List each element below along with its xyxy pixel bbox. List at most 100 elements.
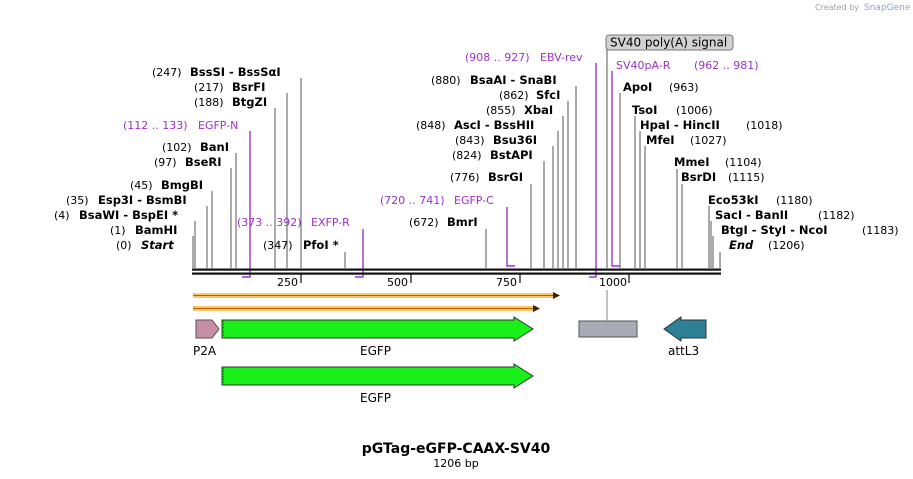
site-label: MmeI bbox=[674, 155, 710, 169]
attl3-label: attL3 bbox=[668, 344, 699, 358]
tick-label: 750 bbox=[496, 276, 517, 289]
primer-markers bbox=[242, 63, 620, 278]
site-label: BtgZI bbox=[232, 95, 267, 109]
primer-range: (112 .. 133) bbox=[123, 119, 188, 132]
primer-exfp-r-marker bbox=[355, 229, 364, 278]
site-label: BssSI - BssSαI bbox=[190, 65, 281, 79]
site-pos: (0) bbox=[116, 239, 132, 252]
site-pos: (843) bbox=[455, 134, 485, 147]
site-labels-left: (247) BssSI - BssSαI (217) BsrFI (188) B… bbox=[54, 65, 339, 252]
site-label: PfoI * bbox=[303, 238, 339, 252]
site-label: SacI - BanII bbox=[715, 208, 788, 222]
site-label: BseRI bbox=[185, 155, 222, 169]
feature-p2a: P2A bbox=[193, 319, 220, 358]
map-title: pGTag-eGFP-CAAX-SV40 bbox=[362, 441, 551, 457]
ruler-bottom-strand bbox=[192, 272, 721, 275]
orf-bars bbox=[193, 292, 560, 312]
primer-labels: (112 .. 133) EGFP-N (373 .. 392) EXFP-R … bbox=[123, 51, 759, 229]
site-pos: (217) bbox=[194, 81, 224, 94]
site-pos: (97) bbox=[154, 156, 177, 169]
map-subtitle: 1206 bp bbox=[433, 457, 478, 470]
primer-label: SV40pA-R bbox=[616, 59, 671, 72]
site-pos: (1006) bbox=[676, 104, 713, 117]
site-pos: (102) bbox=[162, 141, 192, 154]
site-pos: (848) bbox=[416, 119, 446, 132]
orf-bar-1-arrowhead bbox=[553, 292, 560, 299]
site-label: Esp3I - BsmBI bbox=[98, 193, 187, 207]
site-pos: (45) bbox=[130, 179, 153, 192]
sv40-signal-label: SV40 poly(A) signal bbox=[610, 36, 727, 50]
primer-sv40pa-r-marker bbox=[611, 71, 620, 267]
orf-bar-2-arrowhead bbox=[533, 305, 540, 312]
feature-attl3: attL3 bbox=[663, 316, 707, 358]
site-pos: (247) bbox=[152, 66, 182, 79]
site-label: Bsu36I bbox=[493, 133, 537, 147]
site-leader-lines bbox=[192, 78, 721, 268]
feature-egfp-1: EGFP bbox=[221, 316, 534, 358]
site-label: BtgI - StyI - NcoI bbox=[721, 223, 828, 237]
ruler-ticks bbox=[300, 274, 630, 283]
site-pos: (1) bbox=[110, 224, 126, 237]
site-labels-middle: (880) BsaAI - SnaBI (862) SfcI (855) Xba… bbox=[409, 73, 560, 229]
site-label: BstAPI bbox=[490, 148, 533, 162]
site-pos: (188) bbox=[194, 96, 224, 109]
sv40-signal-tag bbox=[605, 34, 734, 51]
site-label: HpaI - HincII bbox=[640, 118, 720, 132]
site-label-end: End bbox=[729, 238, 754, 252]
site-label: SfcI bbox=[536, 88, 560, 102]
site-label: BanI bbox=[200, 140, 229, 154]
site-pos: (672) bbox=[409, 216, 439, 229]
site-label: BsrDI bbox=[681, 170, 716, 184]
egfp-arrow-1 bbox=[221, 316, 534, 342]
sv40-polya-box bbox=[578, 320, 638, 338]
primer-label: EGFP-N bbox=[198, 119, 238, 132]
site-label: BmrI bbox=[447, 215, 478, 229]
primer-range: (962 .. 981) bbox=[694, 59, 759, 72]
primer-label: EBV-rev bbox=[540, 51, 583, 64]
p2a-arrow bbox=[195, 319, 220, 339]
primer-egfp-n-marker bbox=[242, 131, 251, 278]
site-label-start: Start bbox=[141, 238, 174, 252]
site-pos: (347) bbox=[263, 239, 293, 252]
egfp-label-2: EGFP bbox=[360, 391, 391, 405]
feature-egfp-2: EGFP bbox=[221, 363, 534, 405]
site-pos: (1183) bbox=[862, 224, 899, 237]
tick-label: 250 bbox=[277, 276, 298, 289]
site-labels-right: ApoI (963) TsoI (1006) HpaI - HincII (10… bbox=[623, 80, 899, 252]
attl3-arrow bbox=[663, 316, 707, 342]
primer-range: (908 .. 927) bbox=[465, 51, 530, 64]
primer-range: (373 .. 392) bbox=[237, 216, 302, 229]
site-pos: (1027) bbox=[690, 134, 727, 147]
egfp-label-1: EGFP bbox=[360, 344, 391, 358]
site-pos: (855) bbox=[486, 104, 516, 117]
site-pos: (862) bbox=[499, 89, 529, 102]
site-pos: (35) bbox=[66, 194, 89, 207]
site-label: BsrFI bbox=[232, 80, 265, 94]
site-pos: (963) bbox=[669, 81, 699, 94]
site-label: TsoI bbox=[632, 103, 657, 117]
site-pos: (1180) bbox=[776, 194, 813, 207]
site-label: BsrGI bbox=[488, 170, 523, 184]
site-pos: (880) bbox=[431, 74, 461, 87]
primer-ebv-rev-marker bbox=[589, 63, 597, 278]
site-label: XbaI bbox=[524, 103, 553, 117]
tick-label: 1000 bbox=[599, 276, 627, 289]
site-pos: (1104) bbox=[725, 156, 762, 169]
primer-egfp-c-marker bbox=[506, 207, 515, 267]
site-label: BamHI bbox=[135, 223, 177, 237]
site-label: BsaWI - BspEI * bbox=[79, 208, 178, 222]
site-label: MfeI bbox=[646, 133, 675, 147]
tick-label: 500 bbox=[387, 276, 408, 289]
p2a-label: P2A bbox=[193, 344, 217, 358]
site-pos: (776) bbox=[450, 171, 480, 184]
site-pos: (1018) bbox=[746, 119, 783, 132]
snapgene-logo: SnapGene bbox=[864, 3, 911, 13]
primer-label: EXFP-R bbox=[311, 216, 350, 229]
primer-label: EGFP-C bbox=[454, 194, 494, 207]
site-label: Eco53kI bbox=[708, 193, 759, 207]
primer-range: (720 .. 741) bbox=[380, 194, 445, 207]
site-pos: (1206) bbox=[768, 239, 805, 252]
ruler-top-strand bbox=[192, 268, 721, 271]
site-label: BsaAI - SnaBI bbox=[470, 73, 557, 87]
